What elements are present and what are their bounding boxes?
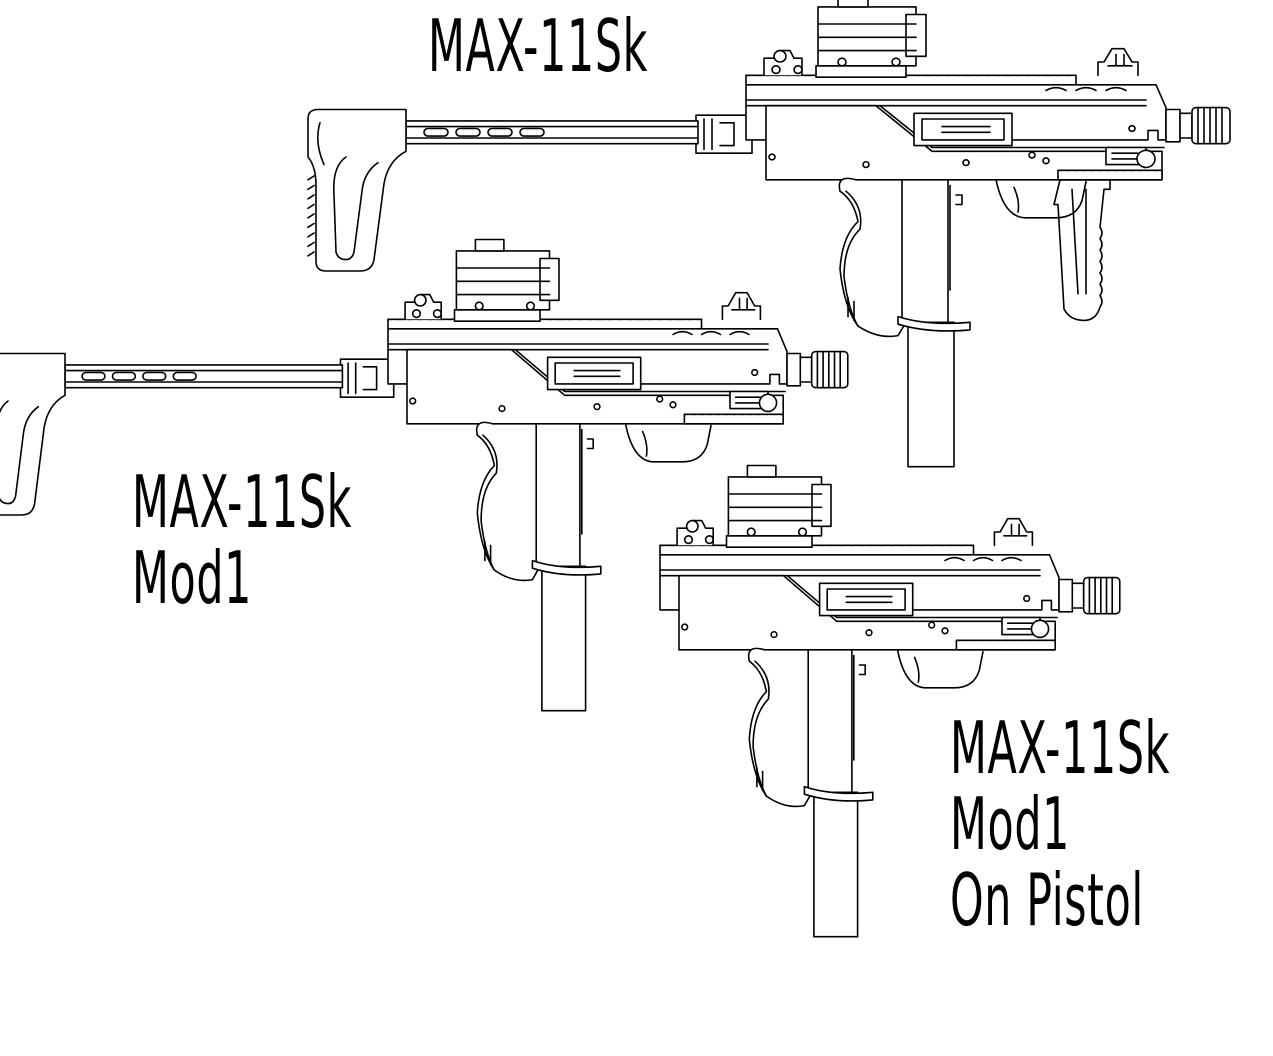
label-top-line1: MAX-11Sk [428,4,649,88]
label-middle: MAX-11Sk Mod1 [132,464,352,616]
label-top: MAX-11Sk [428,8,648,84]
label-bottom-line3: On Pistol [950,858,1144,942]
label-bottom-line1: MAX-11Sk [950,706,1171,790]
label-middle-line1: MAX-11Sk [132,460,353,544]
label-middle-line2: Mod1 [132,536,253,620]
label-bottom: MAX-11Sk Mod1 On Pistol [950,710,1170,938]
brace-stock-top [307,108,753,272]
label-bottom-line2: Mod1 [950,782,1071,866]
receiver-top [745,0,1231,468]
